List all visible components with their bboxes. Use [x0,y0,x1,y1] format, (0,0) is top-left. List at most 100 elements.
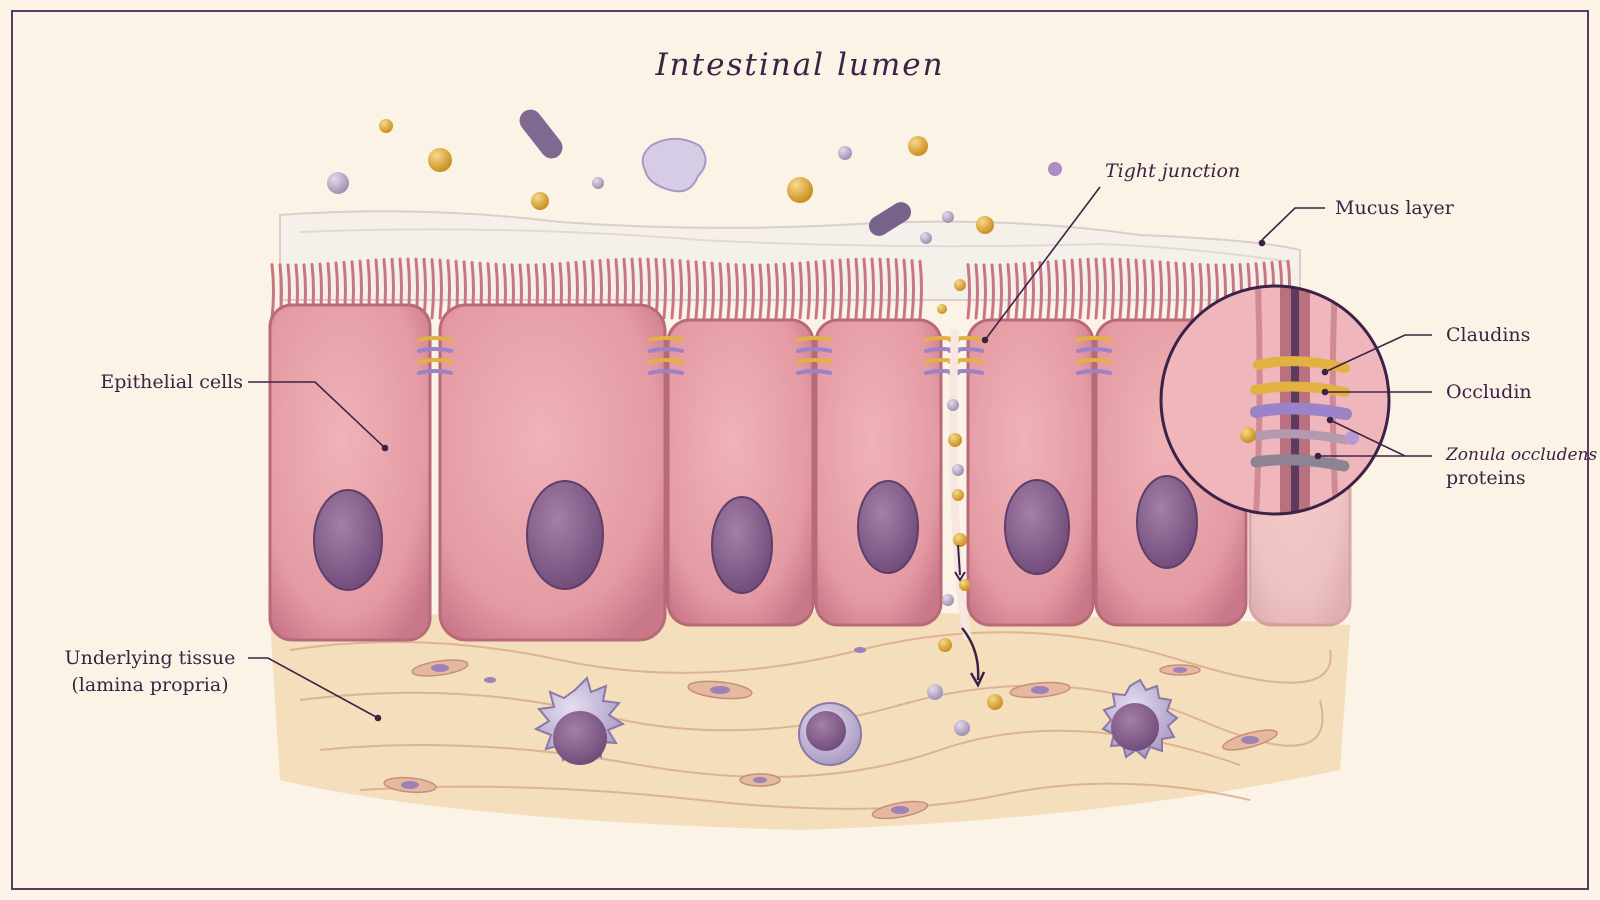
microvillus [1158,260,1163,320]
label-underlying-tissue-line1: Underlying tissue [64,647,236,669]
microvillus [910,259,915,320]
junction-strand [417,369,453,375]
microvillus [430,258,435,320]
epithelial-cell-2 [438,303,667,642]
leader-claudins [1324,334,1432,373]
junction-strand [796,336,832,342]
microvillus [814,260,819,320]
microvillus [750,263,755,320]
microvillus [758,263,763,320]
junction-strand [1076,369,1112,375]
microvillus [974,263,979,320]
label-claudins: Claudins [1446,324,1531,346]
microvillus [1054,259,1059,320]
immune-cell-lymphocyte [798,702,862,766]
microvillus [438,258,443,320]
label-occludin: Occludin [1446,381,1532,403]
microvillus [806,260,811,320]
epithelial-cell-3 [666,318,815,627]
junction-strand [417,336,453,342]
immune-cell-macrophage-right [1101,678,1179,760]
junction-strand [796,347,832,353]
microvillus [1014,262,1019,320]
microvillus [878,257,883,320]
microvillus [1102,257,1107,320]
junction-strand [648,347,684,353]
microvillus [1190,262,1195,320]
frame-border [11,10,1589,890]
microvillus [822,259,827,320]
microvillus [894,258,899,320]
junction-strand [796,358,832,364]
microvillus [1086,257,1091,320]
junction-strand [1076,347,1112,353]
microvillus [1006,263,1011,320]
leak-arrow-large [961,627,980,681]
microvillus [654,257,659,320]
microvillus [1182,262,1187,320]
epithelial-cell-1 [268,303,432,642]
epithelial-cell-4 [814,318,943,627]
microvillus [790,262,795,320]
junction-strand [1076,358,1112,364]
microvillus [742,263,747,320]
microvillus [1134,258,1139,320]
microvillus [838,258,843,320]
tight-junction-strands [417,336,1112,375]
microvillus [734,263,739,320]
lumen-particles [327,119,1062,244]
microvillus [774,263,779,320]
microvillus [670,258,675,320]
microvillus [1142,259,1147,320]
label-mucus-layer: Mucus layer [1335,197,1454,219]
leader-epithelial [248,381,386,449]
junction-strand [648,336,684,342]
leader-tight-junction [984,186,1101,341]
leader-lines [248,186,1432,722]
microvillus [766,263,771,320]
label-epithelial-cells: Epithelial cells [100,371,243,393]
microvillus [1126,258,1131,320]
diagram-title: Intestinal lumen [655,47,945,83]
leak-arrow-small [957,544,961,576]
microvillus [966,263,971,320]
leader-mucus [1261,207,1325,241]
leak-particles [927,279,1003,736]
leader-underlying [248,657,379,719]
microvillus [1110,257,1115,320]
microvillus [1078,258,1083,320]
microvillus [1046,260,1051,320]
microvillus [782,262,787,320]
microvillus [1094,257,1099,320]
microvillus [694,260,699,320]
microvillus [710,261,715,320]
junction-strand [417,347,453,353]
label-tight-junction: Tight junction [1105,160,1241,182]
microvillus [1038,260,1043,320]
paracellular-gap [949,329,972,641]
microvillus [870,257,875,320]
microvillus [718,262,723,320]
mucus-highlight [299,228,1291,263]
microvillus [662,258,667,320]
microvillus [830,259,835,320]
microvillus [422,257,427,320]
junction-strand [796,369,832,375]
junction-strand [1076,336,1112,342]
microvillus [1166,260,1171,320]
leak-arrowhead-large [969,671,986,688]
leak-arrowhead-small [954,571,966,582]
microvillus [918,259,923,320]
microvillus [270,263,275,320]
microvillus [1174,261,1179,320]
microvillus [886,257,891,320]
microvillus [686,259,691,320]
microvillus [1062,259,1067,320]
microvillus [1198,263,1203,320]
immune-cell-macrophage-left [533,676,626,766]
microvillus [1022,262,1027,320]
label-zonula-occludens-line1: Zonula occludens [1446,445,1598,465]
microvillus [862,257,867,320]
